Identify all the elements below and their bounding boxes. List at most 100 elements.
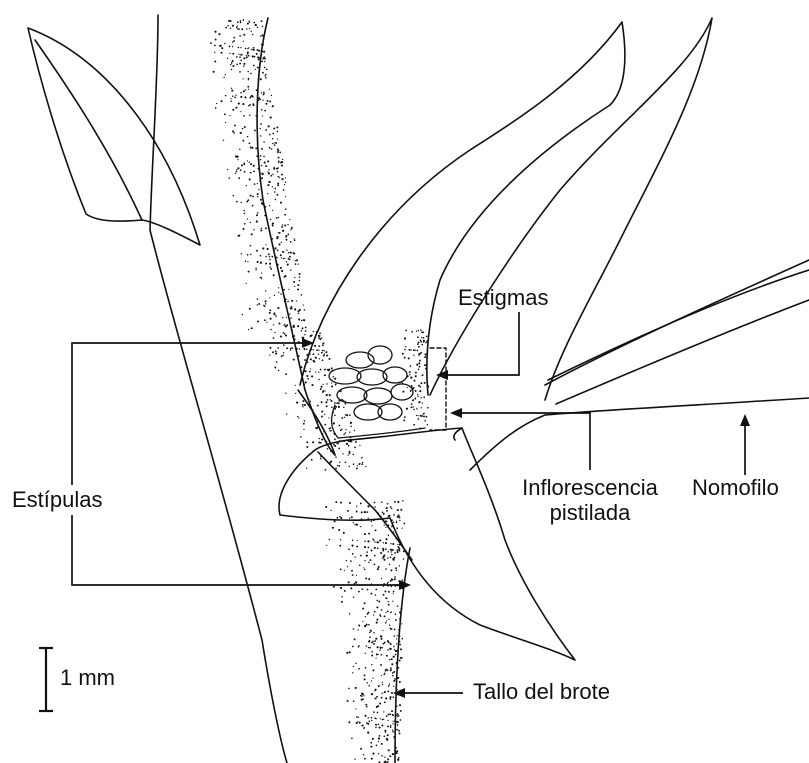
stipple-dot [379, 735, 381, 737]
stipple-dot [291, 347, 293, 349]
stipple-dot [385, 612, 386, 613]
stipple-dot [355, 557, 356, 558]
stipple-dot [264, 58, 266, 60]
stipple-dot [349, 502, 351, 504]
stipple-dot [252, 55, 254, 57]
stipple-dot [379, 650, 380, 651]
stipple-dot [378, 566, 380, 568]
stipple-dot [373, 539, 375, 541]
stipple-dot [380, 635, 382, 637]
stipple-dot [339, 545, 341, 547]
stipple-dot [385, 622, 387, 624]
stipple-dot [387, 720, 388, 721]
stipple-dot [386, 715, 388, 717]
stipple-dot [417, 415, 418, 416]
label-inflorescencia-line1: Inflorescencia [497, 476, 683, 501]
stipple-dot [263, 156, 265, 158]
stipple-dot [389, 564, 390, 565]
stipple-dot [272, 173, 273, 174]
stipple-dot [355, 581, 356, 582]
stipple-dot [352, 540, 354, 542]
stipple-dot [330, 399, 331, 400]
stipple-dot [417, 394, 418, 395]
stipple-dot [297, 325, 299, 327]
stipple-dot [269, 259, 271, 261]
stipple-dot [361, 725, 363, 727]
stipple-dot [394, 678, 396, 680]
stipple-dot [340, 502, 342, 504]
stipple-dot [290, 349, 291, 350]
stipple-dot [411, 385, 412, 386]
stipple-dot [261, 20, 263, 22]
stipple-dot [383, 513, 385, 515]
stipple-dot [384, 730, 386, 732]
stipple-dot [321, 402, 322, 403]
stipple-dot [311, 334, 313, 336]
stipple-dot [270, 175, 271, 176]
stipple-dot [289, 259, 290, 260]
stipple-dot [267, 100, 269, 102]
stipple-dot [302, 404, 304, 406]
stipple-dot [323, 355, 325, 357]
stipple-dot [359, 463, 360, 464]
stipple-dot [354, 430, 355, 431]
stipple-dot [412, 406, 414, 408]
stipple-dot [354, 524, 355, 525]
stipple-dot [248, 271, 250, 273]
stipple-dot [324, 414, 325, 415]
stipple-dot [367, 589, 369, 591]
stipple-dot [240, 20, 242, 22]
stipple-dot [281, 355, 283, 357]
stipple-dot [374, 564, 376, 566]
stipple-dot [230, 27, 231, 28]
stipple-dot [261, 148, 263, 150]
stipple-dot [276, 126, 278, 128]
stipple-dot [305, 381, 307, 383]
stipple-dot [297, 288, 299, 290]
stipple-dot [219, 45, 221, 47]
stipple-dot [322, 359, 324, 361]
stipple-dot [249, 178, 251, 180]
stipple-dot [377, 654, 378, 655]
stipple-dot [248, 55, 250, 57]
stipple-dot [368, 641, 370, 643]
stipple-dot [328, 417, 329, 418]
stipple-dot [245, 260, 247, 262]
stipple-dot [277, 182, 279, 184]
stipple-dot [387, 690, 389, 692]
stipple-dot [333, 376, 335, 378]
stipple-dot [230, 101, 232, 103]
stipple-dot [346, 652, 348, 654]
stipple-dot [423, 341, 424, 342]
stipple-dot [297, 284, 299, 286]
stipple-dot [335, 445, 336, 446]
stipple-dot [400, 648, 402, 650]
stipple-dot [286, 347, 288, 349]
stipple-dot [388, 619, 389, 620]
stipple-dot [351, 516, 353, 518]
stipple-dot [393, 671, 395, 673]
stipple-dot [252, 205, 254, 207]
stipple-dot [249, 143, 251, 145]
stipple-dot [363, 695, 364, 696]
stipple-dot [278, 157, 280, 159]
stipple-dot [279, 177, 280, 178]
stipple-dot [387, 758, 389, 760]
stipple-dot [277, 236, 279, 238]
stipple-dot [328, 358, 330, 360]
stipple-dot [344, 403, 346, 405]
stipple-dot [386, 739, 388, 741]
stipple-dot [418, 368, 420, 370]
stipple-dot [240, 96, 242, 98]
stipple-dot [418, 355, 419, 356]
stipple-dot [321, 352, 323, 354]
stipple-dot [312, 353, 314, 355]
stipple-dot [374, 717, 376, 719]
stipple-dot [243, 34, 245, 36]
stipple-dot [420, 341, 422, 343]
stipple-dot [289, 219, 290, 220]
stipple-dot [356, 511, 358, 513]
stipple-dot [401, 623, 402, 624]
stipple-dot [344, 590, 346, 592]
